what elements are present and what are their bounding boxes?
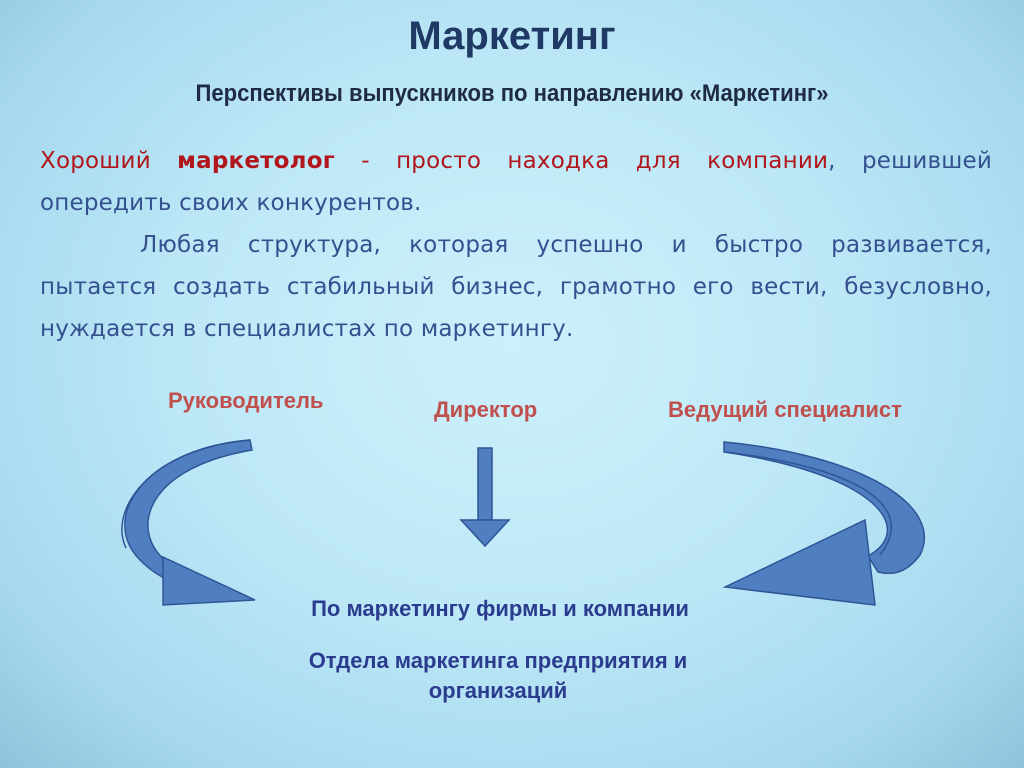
target-line-1: По маркетингу фирмы и компании [311,596,689,621]
slide-title: Маркетинг [408,14,616,58]
center-arrow-head [459,519,511,548]
left-arrow-head [162,555,256,606]
role-label-manager: Руководитель [168,388,324,413]
left-arrow-band [124,439,253,582]
target-line-2: Отдела маркетинга предприятия и организа… [308,648,688,703]
right-arrow-band-inner [725,451,892,556]
p1-end: , решившей опередить своих конкурентов. [40,148,993,216]
center-arrow-shaft [477,447,493,521]
p1-intro: Хороший [40,148,178,174]
paragraph-1: Хороший маркетолог - просто находка для … [40,140,992,224]
slide-subtitle: Перспективы выпускников по направлению «… [195,80,829,107]
left-curved-arrow [121,439,256,606]
paragraph-2: Любая структура, которая успешно и быстр… [40,232,992,342]
right-arrow-head [722,518,876,606]
p1-marketer: маркетолог [177,148,335,174]
right-curved-arrow [722,441,926,606]
body-text: Хороший маркетолог - просто находка для … [40,140,992,350]
role-label-director: Директор [434,397,538,422]
center-down-arrow [459,447,511,548]
role-label-lead-specialist: Ведущий специалист [668,397,902,422]
left-arrow-band-inner [121,439,251,549]
p1-middle: - просто находка для компании [334,148,829,174]
